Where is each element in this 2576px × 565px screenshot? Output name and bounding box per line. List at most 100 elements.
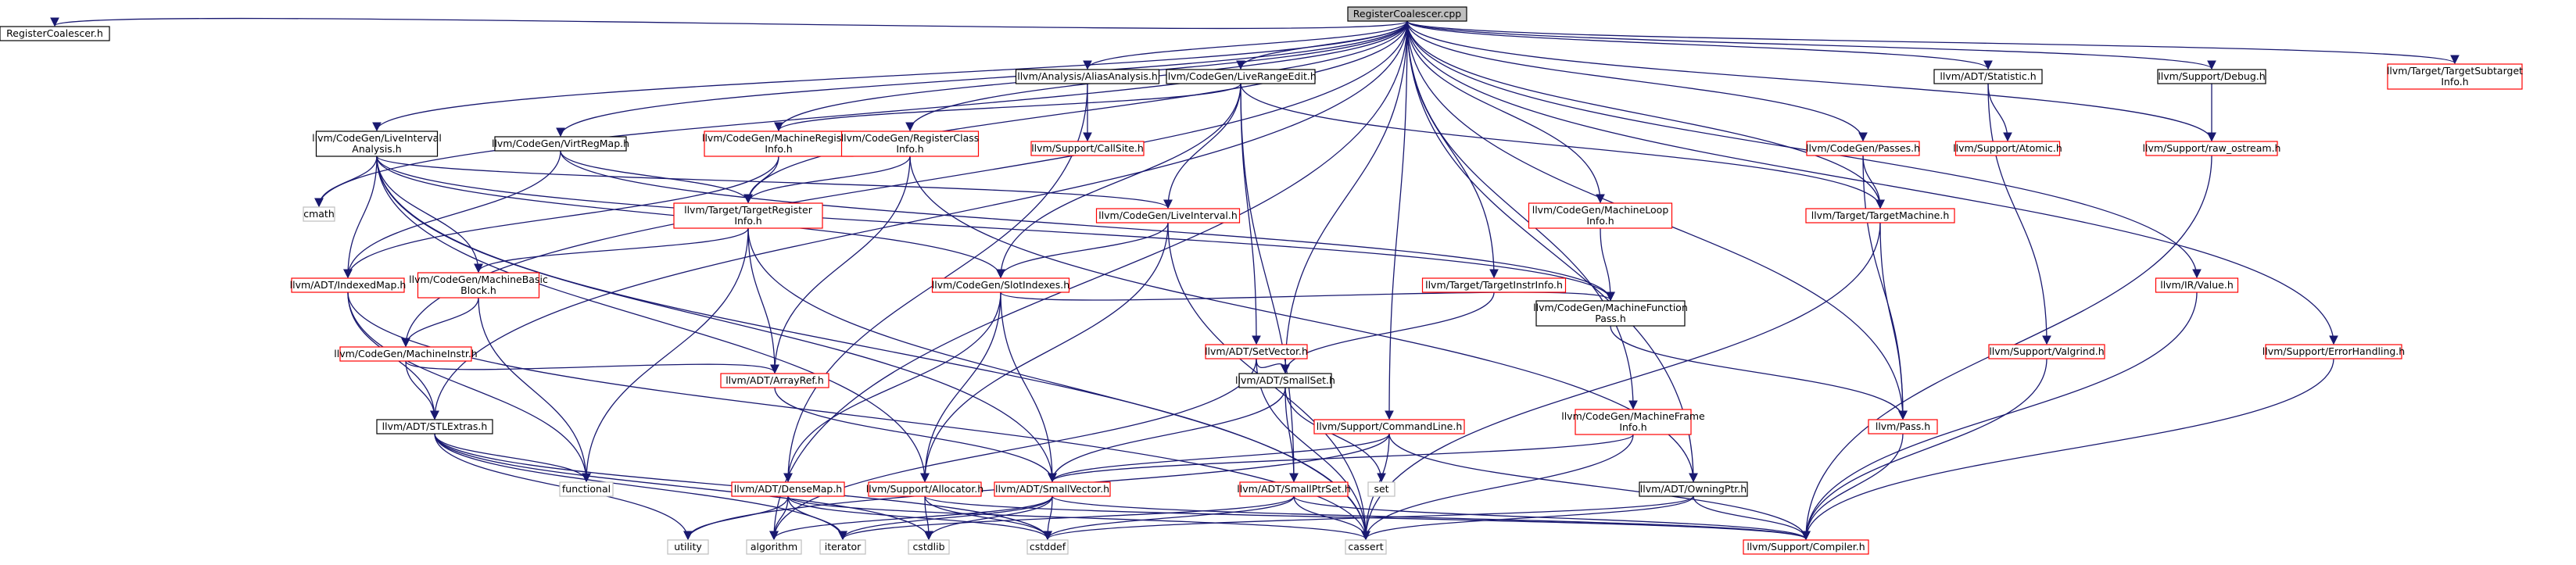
- node-box: [994, 481, 1111, 497]
- node-label: llvm/CodeGen/MachineRegister: [702, 132, 856, 144]
- node-box: [1868, 419, 1938, 434]
- edge-dm-to-utility: [683, 495, 789, 541]
- node-llvm-adt-densemap-h[interactable]: llvm/ADT/DenseMap.h: [731, 481, 845, 497]
- edge-root-to-algo: [769, 20, 1408, 541]
- edge-im-to-cassert: [347, 291, 1370, 541]
- node-box: [1030, 141, 1145, 156]
- node-llvm-codegen-machineinstr-h[interactable]: llvm/CodeGen/MachineInstr.h: [334, 346, 478, 362]
- edge-dm-to-algo: [769, 495, 789, 541]
- node-llvm-target-targetmachine-h[interactable]: llvm/Target/TargetMachine.h: [1805, 208, 1955, 223]
- node-label: Info.h: [2441, 76, 2468, 88]
- edge-root-to-val: [1406, 20, 2202, 279]
- edge-lre-to-li: [1163, 83, 1241, 209]
- node-llvm-adt-smallptrset-h[interactable]: llvm/ADT/SmallPtrSet.h: [1237, 481, 1351, 497]
- node-label: cassert: [1348, 541, 1383, 552]
- node-llvm-pass-h[interactable]: llvm/Pass.h: [1868, 419, 1938, 434]
- node-box: [1026, 539, 1069, 555]
- node-label: llvm/IR/Value.h: [2160, 279, 2234, 291]
- node-llvm-support-debug-h[interactable]: llvm/Support/Debug.h: [2157, 69, 2266, 84]
- node-registercoalescer-h[interactable]: RegisterCoalescer.h: [0, 26, 110, 41]
- edge-valg-to-comp: [1801, 358, 2048, 541]
- node-llvm-support-raw-ostream-h[interactable]: llvm/Support/raw_ostream.h: [2143, 141, 2281, 156]
- edge-svec-to-cstdlib: [924, 495, 1053, 541]
- node-llvm-codegen-passes-h[interactable]: llvm/CodeGen/Passes.h: [1806, 141, 1920, 156]
- node-box: [731, 481, 845, 497]
- node-label: llvm/ADT/SmallVector.h: [995, 483, 1109, 495]
- node-llvm-adt-indexedmap-h[interactable]: llvm/ADT/IndexedMap.h: [290, 277, 407, 293]
- node-llvm-analysis-aliasanalysis-h[interactable]: llvm/Analysis/AliasAnalysis.h: [1015, 69, 1160, 84]
- edge-mfi-to-cassert: [1361, 434, 1634, 541]
- node-box: [1806, 141, 1920, 156]
- edge-stlx-to-func: [434, 433, 591, 483]
- node-label: llvm/ADT/OwningPtr.h: [1640, 483, 1747, 495]
- edge-li-to-si: [996, 222, 1169, 279]
- node-box: [0, 26, 110, 41]
- node-llvm-support-commandline-h[interactable]: llvm/Support/CommandLine.h: [1313, 419, 1465, 434]
- node-llvm-codegen-liveinterval-h[interactable]: llvm/CodeGen/LiveInterval.h: [1095, 208, 1241, 223]
- edge-val-to-comp: [1801, 291, 2198, 541]
- node-box: [1095, 208, 1241, 223]
- node-llvm-codegen-liverangeedit-h[interactable]: llvm/CodeGen/LiveRangeEdit.h: [1165, 69, 1317, 84]
- node-cstddef: cstddef: [1026, 539, 1069, 555]
- node-llvm-ir-value-h[interactable]: llvm/IR/Value.h: [2155, 277, 2239, 293]
- node-registercoalescer-cpp[interactable]: RegisterCoalescer.cpp: [1347, 6, 1467, 22]
- node-llvm-adt-statistic-h[interactable]: llvm/ADT/Statistic.h: [1933, 69, 2043, 84]
- node-llvm-support-errorhandling-h[interactable]: llvm/Support/ErrorHandling.h: [2263, 344, 2405, 359]
- node-llvm-adt-owningptr-h[interactable]: llvm/ADT/OwningPtr.h: [1639, 481, 1748, 497]
- node-llvm-support-compiler-h[interactable]: llvm/Support/Compiler.h: [1743, 539, 1869, 555]
- node-label: llvm/Support/Debug.h: [2158, 70, 2265, 82]
- node-llvm-adt-stlextras-h[interactable]: llvm/ADT/STLExtras.h: [376, 419, 493, 434]
- edge-lre-to-si: [996, 83, 1241, 279]
- node-llvm-support-allocator-h[interactable]: llvm/Support/Allocator.h: [866, 481, 983, 497]
- node-llvm-codegen-virtregmap-h[interactable]: llvm/CodeGen/VirtRegMap.h: [492, 136, 629, 152]
- edge-svec-to-comp: [1052, 495, 1811, 541]
- node-llvm-support-atomic-h[interactable]: llvm/Support/Atomic.h: [1953, 141, 2062, 156]
- node-box: [1166, 69, 1316, 84]
- node-cmath: cmath: [303, 206, 335, 222]
- node-box: [315, 131, 439, 157]
- edge-ar-to-svec: [774, 387, 1057, 483]
- edge-eh-to-comp: [1801, 358, 2334, 541]
- node-label: llvm/Support/ErrorHandling.h: [2263, 345, 2405, 357]
- edge-tri-to-cassert: [747, 227, 1370, 541]
- node-llvm-adt-smallvector-h[interactable]: llvm/ADT/SmallVector.h: [994, 481, 1111, 497]
- node-box: [1313, 419, 1465, 434]
- node-llvm-codegen-slotindexes-h[interactable]: llvm/CodeGen/SlotIndexes.h: [932, 277, 1069, 293]
- node-llvm-adt-arrayref-h[interactable]: llvm/ADT/ArrayRef.h: [720, 373, 829, 388]
- node-box: [1528, 202, 1673, 229]
- edge-root-to-stlx: [430, 20, 1408, 420]
- edge-ss-to-sps: [1284, 387, 1299, 483]
- node-box: [2145, 141, 2278, 156]
- edge-sps-to-iter: [838, 495, 1295, 541]
- node-label: llvm/ADT/DenseMap.h: [734, 483, 842, 495]
- node-llvm-support-valgrind-h[interactable]: llvm/Support/Valgrind.h: [1988, 344, 2105, 359]
- node-label: llvm/CodeGen/MachineFrame: [1561, 410, 1705, 422]
- node-box: [720, 373, 829, 388]
- node-llvm-target-targetinstrinfo-h[interactable]: llvm/Target/TargetInstrInfo.h: [1421, 277, 1567, 293]
- node-label: llvm/ADT/STLExtras.h: [382, 420, 488, 432]
- edge-sv-to-cassert: [1256, 358, 1370, 541]
- node-label: Info.h: [1619, 421, 1646, 433]
- node-label: llvm/Target/TargetRegister: [684, 204, 813, 216]
- node-llvm-adt-setvector-h[interactable]: llvm/ADT/SetVector.h: [1205, 344, 1308, 359]
- edge-lre-to-mri: [774, 83, 1241, 132]
- node-llvm-adt-smallset-h[interactable]: llvm/ADT/SmallSet.h: [1235, 373, 1335, 388]
- edge-mfp-to-pass: [1610, 325, 1908, 420]
- node-box: [417, 272, 540, 299]
- node-box: [2155, 277, 2239, 293]
- node-box: [1239, 481, 1349, 497]
- edge-lia-to-mbb: [376, 156, 483, 274]
- node-llvm-support-callsite-h[interactable]: llvm/Support/CallSite.h: [1030, 141, 1145, 156]
- edge-lia-to-cmath: [314, 156, 378, 208]
- node-label: Info.h: [765, 143, 792, 155]
